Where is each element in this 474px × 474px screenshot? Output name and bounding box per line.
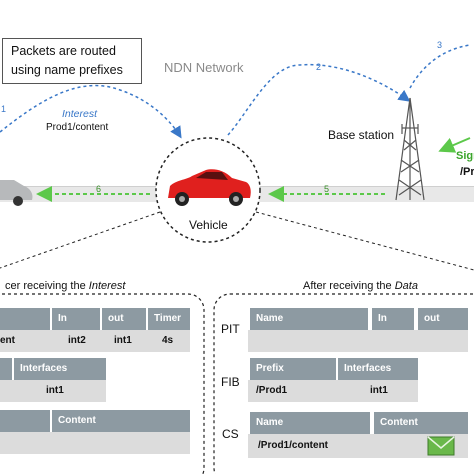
network-title: NDN Network bbox=[164, 60, 244, 75]
pit-label: PIT bbox=[221, 322, 240, 336]
interest-name: Prod1/content bbox=[46, 122, 109, 133]
callout-line-1: Packets are routed bbox=[11, 44, 116, 58]
left-pit-header-out: out bbox=[102, 308, 146, 330]
left-fib-header-prefix bbox=[0, 358, 12, 380]
interest-arc-3 bbox=[409, 44, 471, 89]
hop-6: 6 bbox=[96, 184, 102, 194]
right-pit-header-out: out bbox=[418, 308, 468, 330]
cs-label: CS bbox=[222, 427, 239, 441]
right-pit-header-name: Name bbox=[250, 308, 368, 330]
interest-label: Interest bbox=[62, 108, 98, 120]
hop-5: 5 bbox=[324, 184, 330, 194]
left-pit-header-name bbox=[0, 308, 50, 330]
left-panel-title: cer receiving the Interest bbox=[2, 280, 129, 292]
left-fib-cell-interfaces: int1 bbox=[46, 385, 64, 396]
right-cs-header-content: Content bbox=[374, 412, 468, 434]
left-cs-header-name bbox=[0, 410, 50, 432]
left-fib-header-interfaces: Interfaces bbox=[14, 358, 106, 380]
right-cs-cell-name: /Prod1/content bbox=[258, 440, 329, 451]
fib-label: FIB bbox=[221, 375, 240, 389]
interest-arc-2 bbox=[227, 63, 411, 136]
left-pit-cell-out: int1 bbox=[114, 335, 132, 346]
right-pit-header-in: In bbox=[372, 308, 414, 330]
routing-callout: Packets are routed using name prefixes bbox=[2, 38, 142, 84]
left-pit-header-in: In bbox=[52, 308, 100, 330]
right-panel-title: After receiving the Data bbox=[300, 280, 421, 292]
right-fib-header-interfaces: Interfaces bbox=[338, 358, 418, 380]
signal-label: Sign bbox=[456, 150, 474, 162]
left-pit-header-timer: Timer bbox=[148, 308, 190, 330]
right-cs-header-name: Name bbox=[250, 412, 370, 434]
callout-line-2: using name prefixes bbox=[11, 63, 123, 77]
right-fib-header-prefix: Prefix bbox=[250, 358, 336, 380]
interest-arc-1 bbox=[0, 84, 182, 139]
car-icon bbox=[0, 180, 33, 206]
hop-1: 1 bbox=[1, 104, 7, 114]
right-fib-cell-prefix: /Prod1 bbox=[256, 385, 288, 396]
base-station-label: Base station bbox=[328, 128, 395, 142]
left-panel-frame bbox=[0, 293, 205, 474]
left-pit-cell-in: int2 bbox=[68, 335, 86, 346]
tower-icon bbox=[395, 97, 425, 201]
left-pit-cell-timer: 4s bbox=[162, 335, 174, 346]
vehicle-label: Vehicle bbox=[189, 218, 228, 232]
signal-arrow bbox=[438, 137, 471, 153]
vehicle-car-icon bbox=[168, 169, 251, 206]
signal-name: /Pro bbox=[460, 166, 474, 178]
left-pit-cell-name: ent bbox=[0, 335, 15, 346]
left-cs-header-content: Content bbox=[52, 410, 190, 432]
hop-2: 2 bbox=[316, 62, 322, 72]
right-fib-cell-interfaces: int1 bbox=[370, 385, 388, 396]
hop-3: 3 bbox=[437, 40, 443, 50]
envelope-icon bbox=[427, 436, 455, 456]
